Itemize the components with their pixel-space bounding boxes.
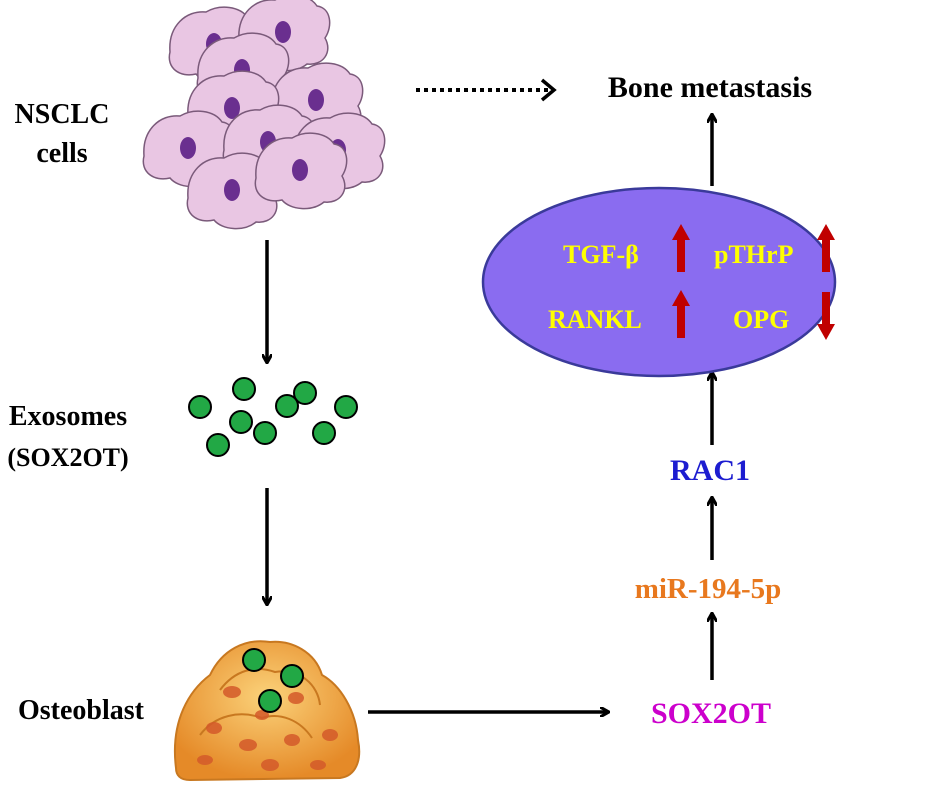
- cell-nucleus-icon: [292, 159, 308, 181]
- mirna-label: miR-194-5p: [635, 573, 782, 605]
- osteoblast-label: Osteoblast: [18, 695, 145, 726]
- osteoblast-cells-icon: [173, 640, 361, 782]
- exosome-dot-icon: [293, 381, 317, 405]
- up-arrow-icon: [672, 290, 690, 338]
- exosomes-label-line2: (SOX2OT): [7, 443, 128, 472]
- up-arrow-icon: [817, 224, 835, 272]
- dotted-arrow-head: [540, 78, 557, 102]
- sox2ot-label: SOX2OT: [651, 697, 771, 730]
- marker-tgf-beta: TGF-β: [563, 240, 639, 269]
- exosome-dot-icon: [334, 395, 358, 419]
- rac1-label: RAC1: [670, 454, 750, 487]
- exosome-dot-icon: [206, 433, 230, 457]
- exosome-dot-icon: [232, 377, 256, 401]
- exosome-dot-icon: [188, 395, 212, 419]
- marker-pthrp: pTHrP: [714, 240, 794, 269]
- cell-nucleus-icon: [275, 21, 291, 43]
- cell-nucleus-icon: [180, 137, 196, 159]
- nsclc-cells-cluster-icon: [142, 0, 386, 230]
- exosomes-label-line1: Exosomes: [9, 401, 127, 432]
- up-arrow-icon: [672, 224, 690, 272]
- marker-rankl: RANKL: [548, 305, 642, 334]
- down-arrow-icon: [817, 292, 835, 340]
- exosome-dot-icon: [253, 421, 277, 445]
- exosome-dot-icon: [275, 394, 299, 418]
- exosome-dot-icon: [229, 410, 253, 434]
- exosome-vesicle-icon: [188, 377, 358, 457]
- cell-nucleus-icon: [224, 179, 240, 201]
- exosome-dot-icon: [312, 421, 336, 445]
- signaling-ellipse: [481, 186, 837, 378]
- bone-metastasis-label: Bone metastasis: [608, 71, 812, 104]
- nsclc-label-line2: cells: [36, 138, 87, 169]
- cell-nucleus-icon: [224, 97, 240, 119]
- cell-nucleus-icon: [308, 89, 324, 111]
- marker-opg: OPG: [733, 305, 789, 334]
- nsclc-label-line1: NSCLC: [15, 99, 110, 130]
